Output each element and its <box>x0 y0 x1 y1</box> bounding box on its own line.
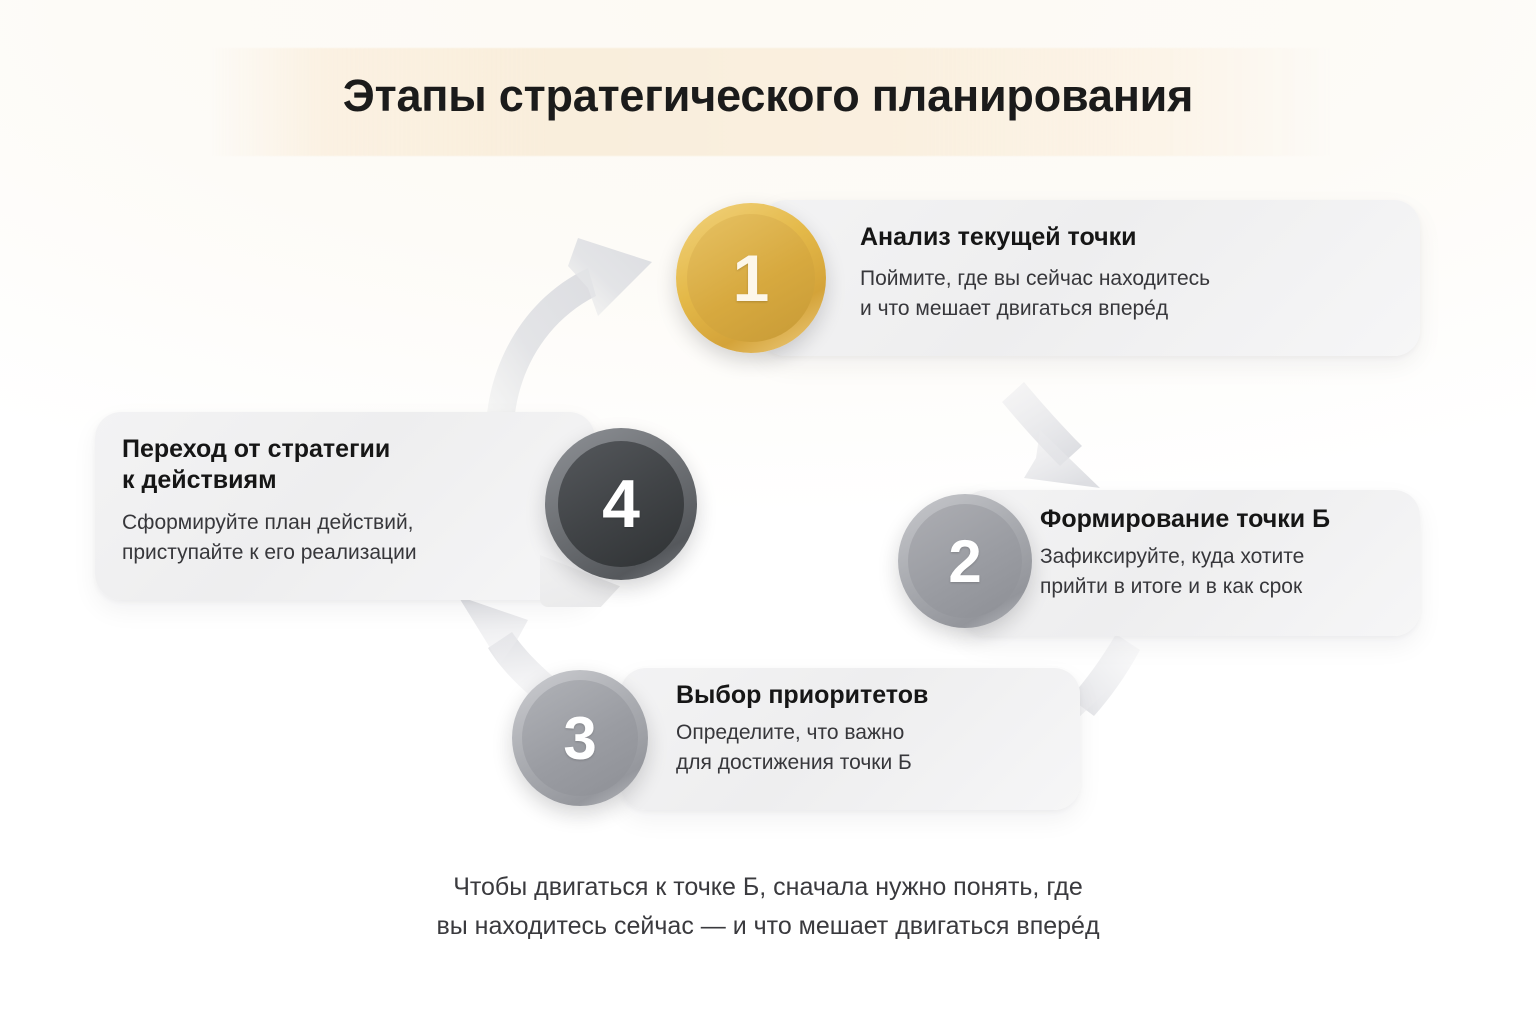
page-title: Этапы стратегического планирования <box>342 70 1194 121</box>
step-title-2: Формирование точки Б <box>1040 505 1331 533</box>
step-card-2[interactable]: Формирование точки Б Зафиксируйте, куда … <box>960 490 1420 636</box>
title-banner <box>210 48 1330 156</box>
step-title-4: Переход от стратегии к действиям <box>122 435 391 494</box>
step-number-3: 3 <box>563 704 597 772</box>
step-description-2: Зафиксируйте, куда хотите прийти в итоге… <box>1040 545 1305 598</box>
step-card-3[interactable]: Выбор приоритетов Определите, что важно … <box>620 668 1080 810</box>
step-badge-4[interactable]: 4 <box>545 428 697 580</box>
step-description-3: Определите, что важно для достижения точ… <box>676 721 912 774</box>
step-description-1: Поймите, где вы сейчас находитесь и что … <box>860 267 1211 320</box>
footer-caption: Чтобы двигаться к точке Б, сначала нужно… <box>436 873 1100 940</box>
step-badge-1[interactable]: 1 <box>676 203 826 353</box>
step-number-1: 1 <box>732 241 770 315</box>
step-badge-3[interactable]: 3 <box>512 670 648 806</box>
step-card-4[interactable]: Переход от стратегии к действиям Сформир… <box>95 412 595 600</box>
badge-core-4 <box>558 441 684 567</box>
badge-core-2 <box>908 504 1022 618</box>
step-description-4: Сформируйте план действий, приступайте к… <box>122 511 417 564</box>
step-number-4: 4 <box>602 466 640 542</box>
step-card-1[interactable]: Анализ текущей точки Поймите, где вы сей… <box>760 200 1420 356</box>
step-title-1: Анализ текущей точки <box>860 223 1137 251</box>
step-title-3: Выбор приоритетов <box>676 681 929 709</box>
step-number-2: 2 <box>948 527 982 595</box>
badge-core-1 <box>687 214 815 342</box>
step-badge-2[interactable]: 2 <box>898 494 1032 628</box>
badge-core-3 <box>522 680 638 796</box>
